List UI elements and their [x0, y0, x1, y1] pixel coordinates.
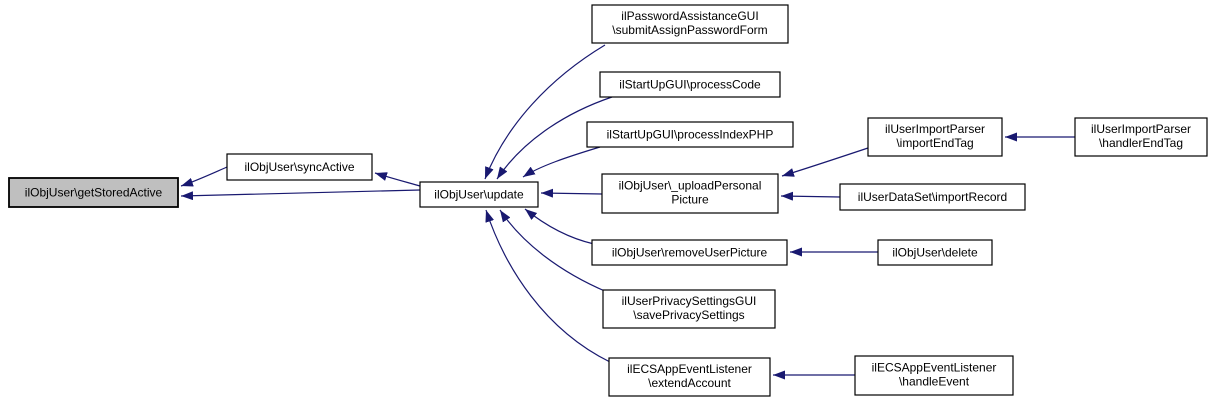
- node-box: [601, 173, 779, 214]
- node-label: ilObjUser\removeUserPicture: [612, 246, 768, 260]
- node-box: [586, 121, 794, 148]
- node-process-index-php[interactable]: ilStartUpGUI\processIndexPHP: [586, 121, 794, 148]
- nodes-layer: ilObjUser\getStoredActive ilObjUser\syncA…: [8, 4, 1208, 397]
- node-handle-event[interactable]: ilECSAppEventListener\handleEvent: [854, 355, 1014, 396]
- node-label: ilStartUpGUI\processCode: [619, 78, 761, 92]
- edge-import-end-tag-to-upload-personal-picture: [781, 147, 869, 177]
- edge-process-code-to-update: [496, 96, 613, 180]
- node-label: ilECSAppEventListener\handleEvent: [872, 361, 997, 389]
- node-box: [854, 355, 1014, 396]
- edge-update-to-get-stored-active: [180, 189, 421, 201]
- node-get-stored-active: ilObjUser\getStoredActive: [8, 177, 179, 208]
- node-label: ilObjUser\syncActive: [244, 160, 354, 174]
- node-import-record[interactable]: ilUserDataSet\importRecord: [839, 183, 1026, 211]
- node-box: [591, 239, 788, 266]
- node-submit-assign-password-form[interactable]: ilPasswordAssistanceGUI\submitAssignPass…: [591, 4, 789, 44]
- node-box: [419, 181, 539, 208]
- node-box: [1074, 117, 1208, 157]
- node-sync-active[interactable]: ilObjUser\syncActive: [226, 153, 373, 181]
- node-label: ilECSAppEventListener\extendAccount: [627, 362, 752, 390]
- edge-process-index-php-to-update: [522, 146, 601, 178]
- node-update[interactable]: ilObjUser\update: [419, 181, 539, 208]
- node-label: ilObjUser\update: [434, 188, 524, 202]
- edge-upload-personal-picture-to-update: [540, 188, 603, 198]
- edge-update-to-sync-active: [374, 172, 421, 187]
- node-label: ilUserDataSet\importRecord: [858, 190, 1007, 204]
- edges-layer: [180, 44, 1075, 380]
- node-box: [877, 239, 993, 266]
- edge-save-privacy-settings-to-update: [499, 209, 608, 293]
- edge-submit-assign-password-form-to-update: [484, 44, 606, 180]
- edge-remove-user-picture-to-update: [524, 208, 595, 245]
- node-box: [591, 4, 789, 44]
- node-process-code[interactable]: ilStartUpGUI\processCode: [599, 71, 781, 98]
- node-label: ilStartUpGUI\processIndexPHP: [607, 128, 774, 142]
- node-label: ilUserPrivacySettingsGUI\savePrivacySett…: [622, 294, 757, 322]
- node-remove-user-picture[interactable]: ilObjUser\removeUserPicture: [591, 239, 788, 266]
- node-box: [867, 117, 1003, 157]
- node-label: ilObjUser\getStoredActive: [25, 186, 163, 200]
- edge-sync-active-to-get-stored-active: [180, 166, 228, 187]
- node-import-end-tag[interactable]: ilUserImportParser\importEndTag: [867, 117, 1003, 157]
- node-label: ilUserImportParser\importEndTag: [885, 122, 985, 150]
- node-box: [608, 357, 771, 397]
- node-extend-account[interactable]: ilECSAppEventListener\extendAccount: [608, 357, 771, 397]
- node-box: [599, 71, 781, 98]
- node-box: [602, 289, 776, 329]
- node-save-privacy-settings[interactable]: ilUserPrivacySettingsGUI\savePrivacySett…: [602, 289, 776, 329]
- node-delete[interactable]: ilObjUser\delete: [877, 239, 993, 266]
- node-label: ilUserImportParser\handlerEndTag: [1091, 122, 1191, 150]
- node-box: [839, 183, 1026, 211]
- node-box: [8, 177, 179, 208]
- node-box: [226, 153, 373, 181]
- node-handler-end-tag[interactable]: ilUserImportParser\handlerEndTag: [1074, 117, 1208, 157]
- edge-import-record-to-upload-personal-picture: [780, 191, 841, 201]
- node-label: ilPasswordAssistanceGUI\submitAssignPass…: [612, 9, 767, 37]
- node-label: ilObjUser\delete: [892, 246, 978, 260]
- edge-extend-account-to-update: [485, 209, 611, 363]
